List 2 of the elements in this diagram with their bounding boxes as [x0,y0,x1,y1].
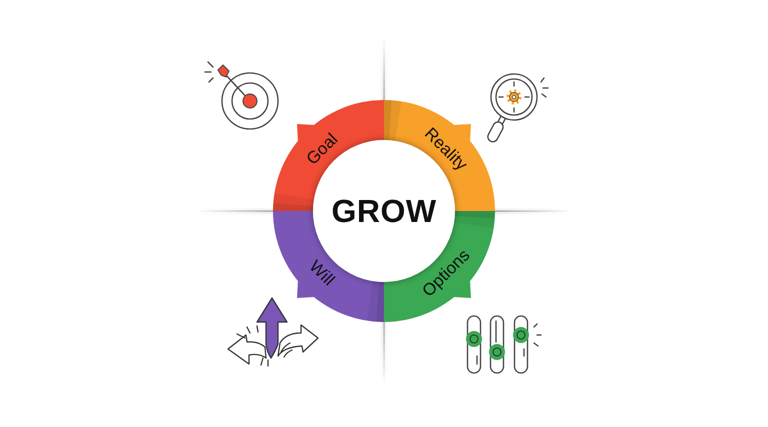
title-text: GROW [331,195,437,227]
segment-label: Will [306,258,338,289]
